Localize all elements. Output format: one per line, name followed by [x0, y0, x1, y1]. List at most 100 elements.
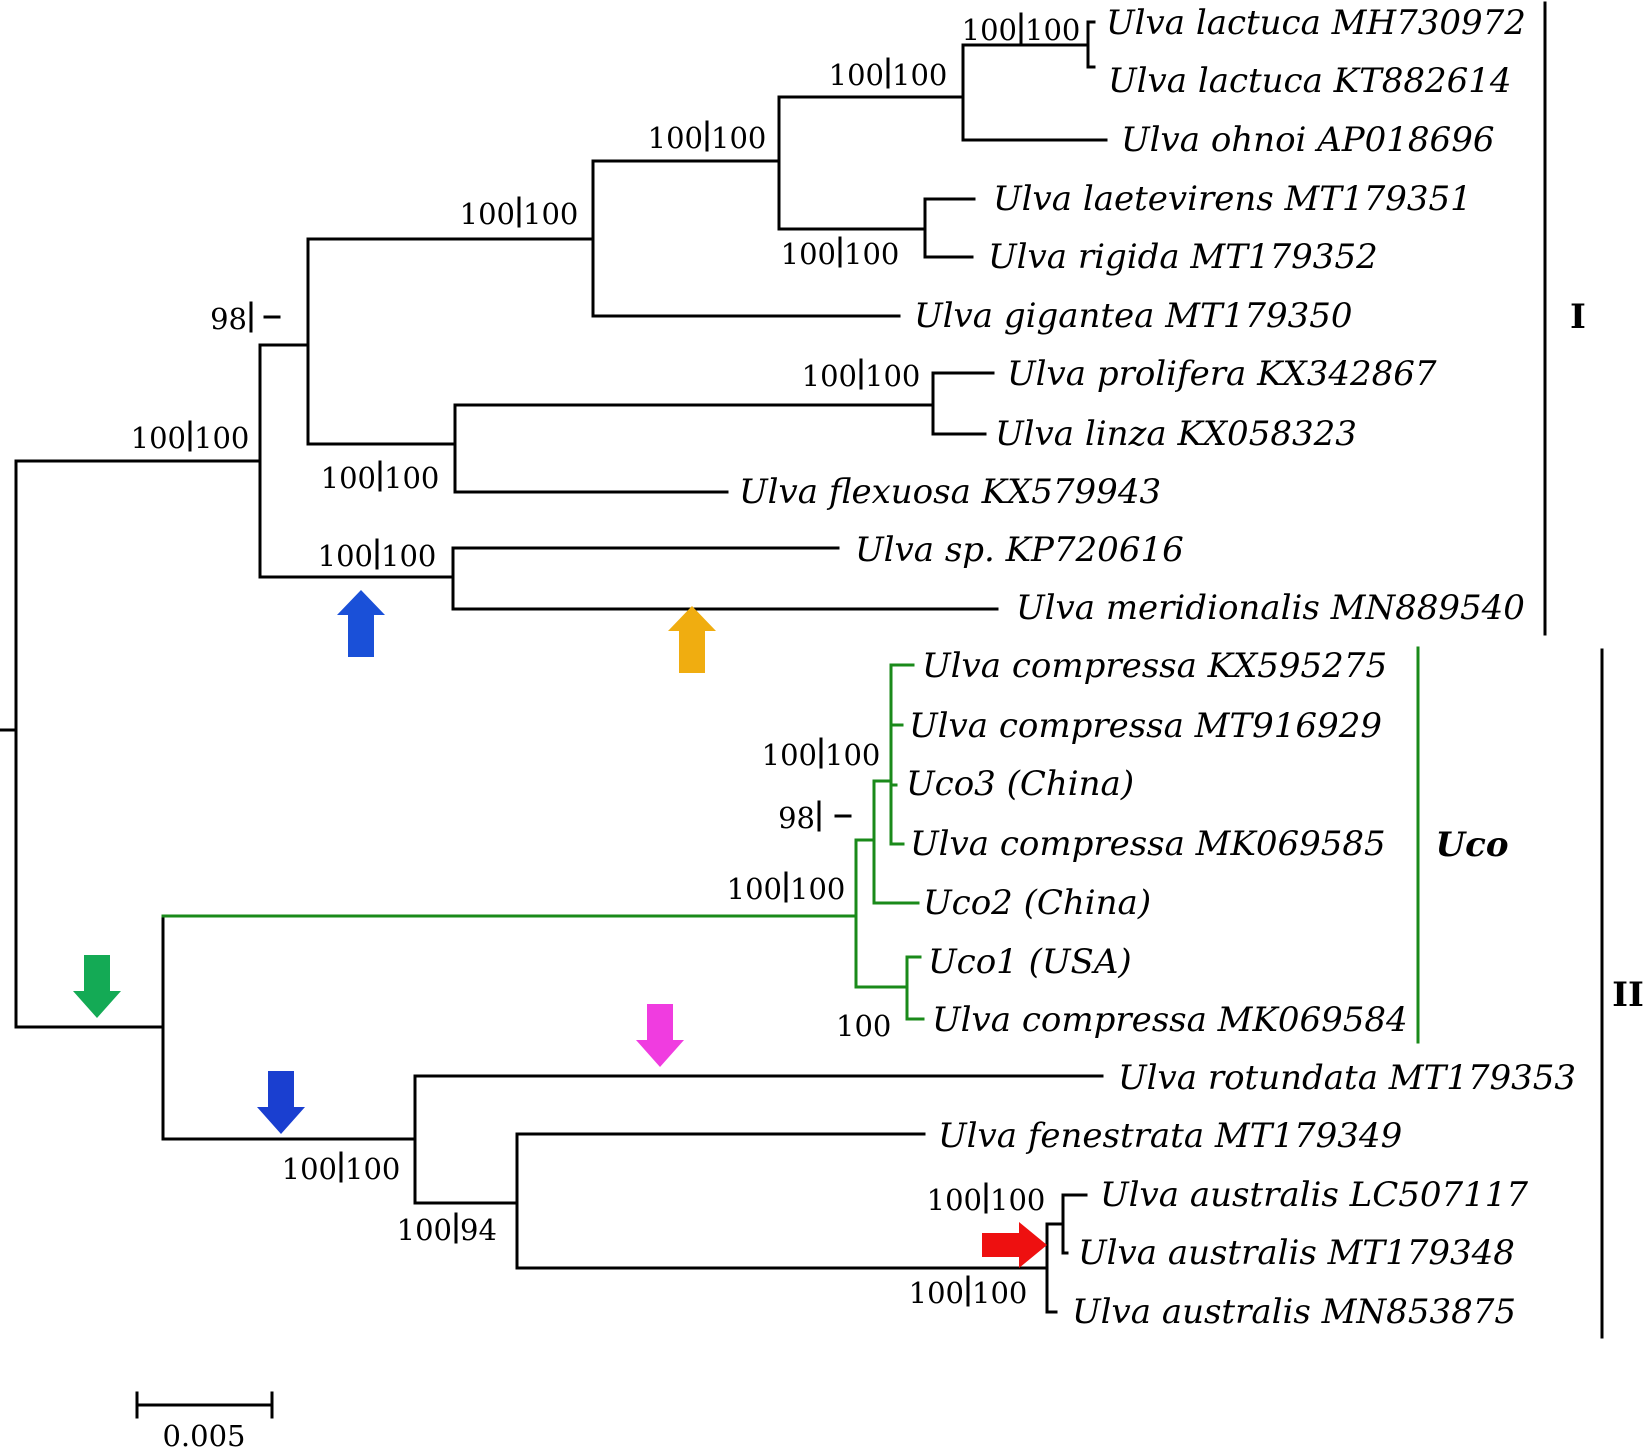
- svg-text:100: 100: [865, 359, 920, 393]
- red-right-arrow-icon: [982, 1222, 1047, 1268]
- support-value: 100 100: [762, 737, 880, 772]
- support-values: 100 100 100 100 100 100 100 100 100 100 …: [131, 12, 1080, 1310]
- lactuca-ohnoi-node: [961, 43, 1108, 142]
- taxon-label: Ulva sp. KP720616: [855, 530, 1184, 570]
- svg-text:100: 100: [829, 58, 884, 92]
- lactuca-group-node: [591, 159, 901, 318]
- svg-text:100: 100: [844, 237, 899, 271]
- root-node: [14, 459, 262, 1029]
- svg-text:98: 98: [210, 302, 247, 336]
- support-value: 98: [210, 301, 281, 336]
- taxon-label: Ulva meridionalis MN889540: [1016, 588, 1525, 628]
- taxon-label: Ulva lactuca KT882614: [1108, 61, 1512, 101]
- svg-text:100: 100: [790, 872, 845, 906]
- support-value: 100 100: [781, 236, 899, 271]
- blue-down-arrow-icon: [257, 1071, 305, 1134]
- support-value: 100 100: [909, 1275, 1027, 1310]
- lactuca-pair-node: [1086, 20, 1096, 69]
- svg-text:100: 100: [909, 1276, 964, 1310]
- support-value: 100 94: [397, 1212, 497, 1247]
- green-down-arrow-icon: [73, 955, 121, 1018]
- australis-inner-node: [1061, 1193, 1088, 1255]
- taxon-label: Ulva australis MN853875: [1072, 1292, 1516, 1332]
- svg-text:94: 94: [460, 1213, 497, 1247]
- svg-text:100: 100: [990, 1183, 1045, 1217]
- support-value: 100 100: [648, 120, 766, 155]
- svg-text:100: 100: [384, 461, 439, 495]
- prolifera-linza-node: [931, 371, 995, 436]
- taxon-label: Uco1 (USA): [928, 942, 1132, 982]
- sp-meridionalis-node: [451, 546, 999, 611]
- svg-text:98: 98: [778, 801, 815, 835]
- taxon-label: Ulva fenestrata MT179349: [938, 1116, 1402, 1156]
- svg-text:100: 100: [321, 461, 376, 495]
- support-value: 100: [836, 1009, 891, 1043]
- svg-text:100: 100: [194, 421, 249, 455]
- svg-text:100: 100: [460, 197, 515, 231]
- taxon-label: Uco3 (China): [906, 764, 1134, 804]
- taxon-label: Ulva compressa MT916929: [909, 706, 1382, 746]
- support-value: 100 100: [829, 57, 947, 92]
- taxon-label: Uco2 (China): [923, 883, 1151, 923]
- svg-text:100: 100: [1025, 13, 1080, 47]
- taxon-label: Ulva australis LC507117: [1100, 1175, 1528, 1215]
- support-value: 100 100: [962, 12, 1080, 47]
- scale-bar: 0.005: [135, 1391, 274, 1453]
- svg-text:100: 100: [825, 738, 880, 772]
- laetevirens-rigida-node: [923, 197, 976, 259]
- svg-text:100: 100: [282, 1152, 337, 1186]
- orange-up-arrow-icon: [668, 606, 716, 673]
- svg-text:100: 100: [762, 738, 817, 772]
- rotundata-node: [413, 1074, 1104, 1205]
- lactuca-ohnoi-rigida-node: [777, 95, 965, 231]
- svg-text:100: 100: [892, 58, 947, 92]
- support-value: 100 100: [318, 538, 436, 573]
- taxon-label: Ulva rigida MT179352: [988, 237, 1378, 277]
- clade-ii-node: [161, 914, 858, 1141]
- support-value: 100 100: [927, 1182, 1045, 1217]
- clade-i-node: [258, 343, 455, 579]
- australis-node: [1045, 1222, 1065, 1314]
- svg-text:100: 100: [381, 539, 436, 573]
- taxon-label: Ulva compressa KX595275: [922, 646, 1387, 686]
- svg-text:100: 100: [131, 421, 186, 455]
- support-value: 100 100: [802, 358, 920, 393]
- svg-text:100: 100: [523, 197, 578, 231]
- svg-text:100: 100: [318, 539, 373, 573]
- svg-text:100: 100: [727, 872, 782, 906]
- taxon-label: Ulva australis MT179348: [1078, 1233, 1515, 1273]
- svg-text:100: 100: [648, 121, 703, 155]
- support-value: 100 100: [727, 871, 845, 906]
- taxon-label: Ulva compressa MK069585: [910, 824, 1386, 864]
- svg-text:100: 100: [345, 1152, 400, 1186]
- svg-text:100: 100: [711, 121, 766, 155]
- uco-clade-label: Uco: [1435, 825, 1508, 865]
- scale-bar-label: 0.005: [162, 1419, 245, 1453]
- taxon-label: Ulva linza KX058323: [995, 414, 1357, 454]
- taxon-label: Ulva flexuosa KX579943: [739, 472, 1161, 512]
- svg-text:100: 100: [802, 359, 857, 393]
- taxon-label: Ulva ohnoi AP018696: [1121, 120, 1494, 160]
- svg-text:100: 100: [397, 1213, 452, 1247]
- taxon-label: Ulva laetevirens MT179351: [993, 179, 1472, 219]
- svg-text:100: 100: [962, 13, 1017, 47]
- support-value: 98: [778, 800, 852, 835]
- support-value: 100 100: [282, 1151, 400, 1186]
- taxon-label: Ulva lactuca MH730972: [1106, 3, 1526, 43]
- uco-clade-branches: [161, 663, 925, 1021]
- svg-text:100: 100: [927, 1183, 982, 1217]
- taxon-label: Ulva prolifera KX342867: [1007, 354, 1437, 394]
- taxon-label: Ulva compressa MK069584: [932, 1000, 1408, 1040]
- clade-i-label: I: [1570, 297, 1586, 337]
- taxon-label: Ulva rotundata MT179353: [1118, 1058, 1576, 1098]
- magenta-down-arrow-icon: [636, 1004, 684, 1067]
- svg-text:100: 100: [781, 237, 836, 271]
- clade-i-inner-node: [306, 237, 595, 446]
- blue-up-arrow-icon: [337, 590, 385, 657]
- support-value: 100 100: [131, 420, 249, 455]
- svg-text:100: 100: [972, 1276, 1027, 1310]
- support-value: 100 100: [321, 460, 439, 495]
- fenestrata-node: [515, 1132, 1049, 1270]
- prolifera-group-node: [453, 403, 935, 494]
